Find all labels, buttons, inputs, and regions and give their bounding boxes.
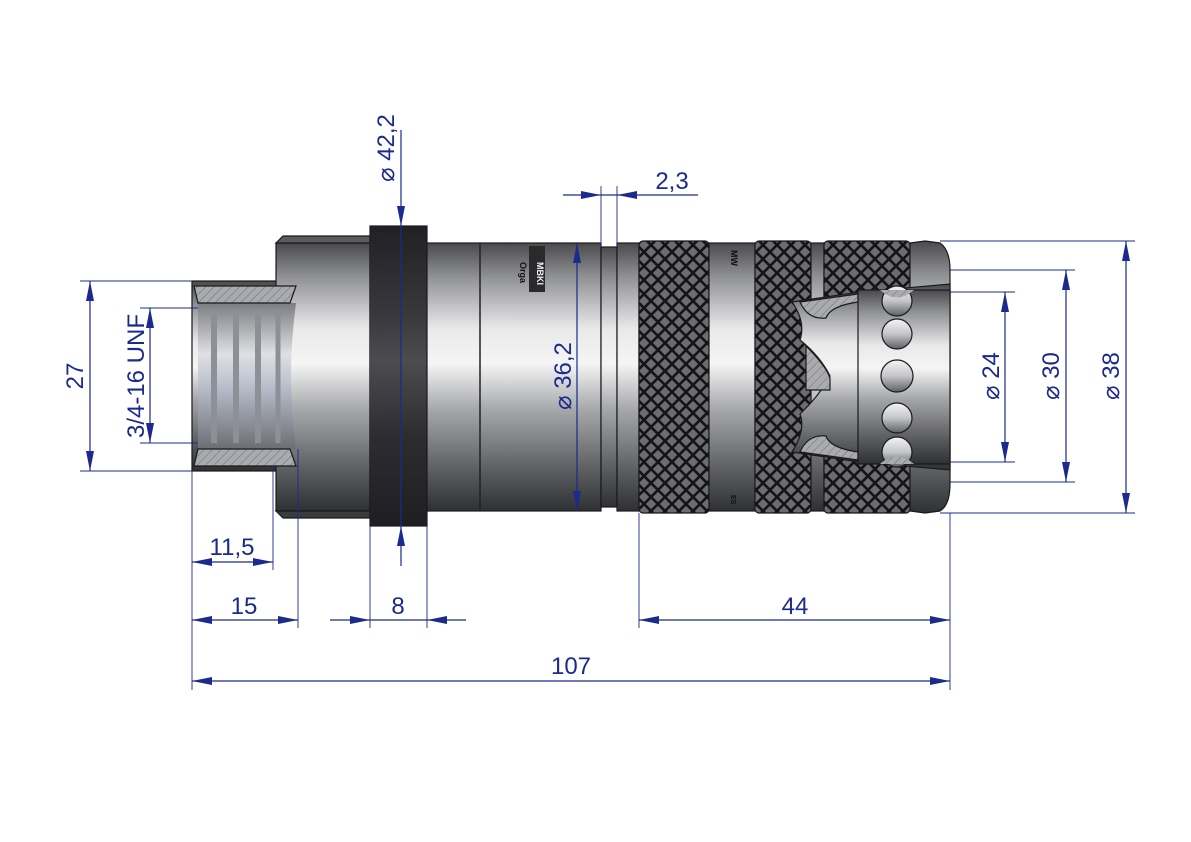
dim-groove-width: 2,3 xyxy=(563,168,698,247)
svg-text:44: 44 xyxy=(782,593,809,620)
svg-text:3/4-16 UNF: 3/4-16 UNF xyxy=(123,314,150,438)
dimension-layer: 27 3/4-16 UNF 11,5 15 xyxy=(62,114,1135,690)
svg-text:⌀ 36,2: ⌀ 36,2 xyxy=(550,342,577,410)
svg-text:2,3: 2,3 xyxy=(655,168,688,195)
svg-text:⌀ 38: ⌀ 38 xyxy=(1098,352,1125,400)
dim-bore-diameter: ⌀ 24 xyxy=(950,291,1015,463)
svg-text:15: 15 xyxy=(231,593,258,620)
svg-text:⌀ 30: ⌀ 30 xyxy=(1038,352,1065,400)
dim-thread-size: 3/4-16 UNF xyxy=(123,307,198,444)
body-middle-section xyxy=(426,242,602,512)
sleeve-small-marking: ES xyxy=(729,495,736,505)
lock-groove xyxy=(600,246,618,508)
svg-text:8: 8 xyxy=(391,593,404,620)
dim-sleeve-length: 44 xyxy=(638,513,951,690)
lock-ball xyxy=(881,318,913,350)
dim-thread-height: 27 xyxy=(62,280,192,472)
dim-thread-length: 15 xyxy=(192,449,299,628)
svg-text:⌀ 24: ⌀ 24 xyxy=(978,352,1005,400)
dim-body-diameter: ⌀ 36,2 xyxy=(550,243,581,511)
dim-overall-length: 107 xyxy=(192,653,950,685)
lock-ball xyxy=(880,359,914,393)
sleeve-marking: MW xyxy=(729,250,739,266)
svg-text:11,5: 11,5 xyxy=(210,534,255,561)
dim-inner-diameter: ⌀ 30 xyxy=(950,269,1075,483)
svg-text:107: 107 xyxy=(551,653,591,680)
dim-flange-diameter: ⌀ 42,2 xyxy=(373,114,405,566)
svg-text:⌀ 42,2: ⌀ 42,2 xyxy=(373,114,400,182)
dim-flange-width: 8 xyxy=(330,526,466,628)
threaded-bore xyxy=(193,285,297,467)
section-cutaway xyxy=(790,283,951,471)
brand-marking: MBKI Orga xyxy=(518,246,545,292)
brand-subtext: Orga xyxy=(518,262,528,284)
dim-sleeve-diameter: ⌀ 38 xyxy=(940,240,1135,514)
dim-thread-depth: 11,5 xyxy=(191,466,274,690)
coupling-body: MBKI Orga MW ES xyxy=(191,225,951,527)
lock-ball xyxy=(881,402,913,434)
brand-text: MBKI xyxy=(535,262,545,285)
svg-text:27: 27 xyxy=(62,363,89,390)
